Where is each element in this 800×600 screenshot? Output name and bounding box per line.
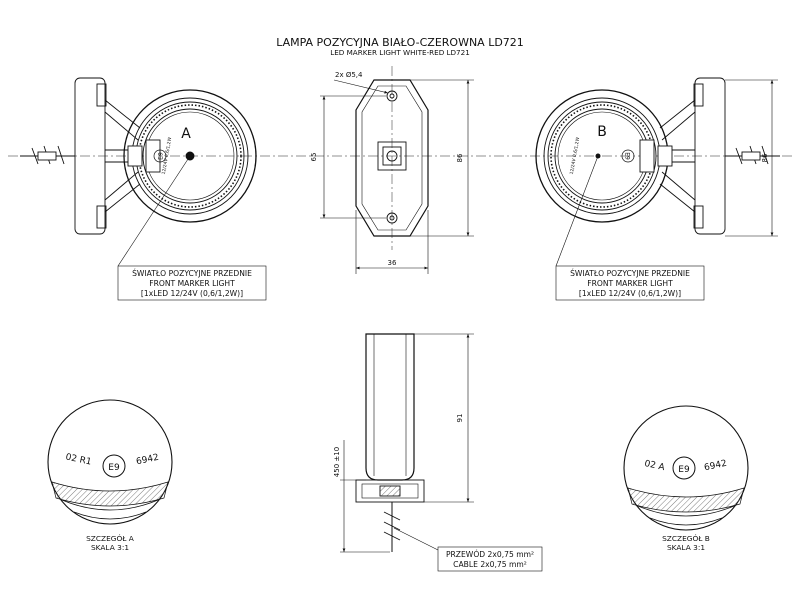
- callout-left-line2: FRONT MARKER LIGHT: [149, 279, 235, 288]
- dim-36-label: 36: [388, 259, 397, 267]
- right-side-view: [535, 77, 780, 235]
- dim-91: [414, 333, 474, 503]
- dim-450: [340, 440, 390, 553]
- callout-box-left: [117, 265, 267, 301]
- drawing-subtitle: LED MARKER LIGHT WHITE-RED LD721: [330, 48, 470, 57]
- dim-450-label: 450 ±10: [333, 447, 341, 477]
- e9-stamp-left: E9: [153, 149, 167, 163]
- left-side-view: [20, 77, 257, 235]
- callout-right-line3: [1xLED 12/24V (0,6/1,2W)]: [579, 289, 681, 298]
- callout-right-line1: ŚWIATŁO POZYCYJNE PRZEDNIE: [570, 269, 690, 278]
- detail-a-caption2: SKALA 3:1: [91, 543, 129, 552]
- callout-right-line2: FRONT MARKER LIGHT: [587, 279, 673, 288]
- callout-left-line3: [1xLED 12/24V (0,6/1,2W)]: [141, 289, 243, 298]
- cable-note-line2: CABLE 2x0,75 mm²: [453, 560, 527, 569]
- detail-b-e9: E9: [678, 465, 690, 475]
- cable-note-box: [437, 546, 543, 572]
- dim-86-right-label: 86: [761, 153, 769, 162]
- detail-b-text-right: 6942: [703, 459, 727, 474]
- cable-note-line1: PRZEWÓD 2x0,75 mm²: [446, 550, 534, 559]
- svg-text:E9: E9: [624, 152, 631, 160]
- leader-line-left: [117, 155, 191, 267]
- e9-stamp-right: E9: [621, 149, 635, 163]
- dim-86: [410, 79, 474, 237]
- dim-36: [355, 210, 429, 274]
- detail-b-text-left: 02 A: [643, 459, 666, 473]
- detail-b-view: [623, 405, 749, 531]
- svg-text:E9: E9: [158, 152, 165, 160]
- bottom-side-view: [355, 333, 425, 552]
- cable-leader: [393, 527, 441, 552]
- dim-86-label: 86: [456, 153, 464, 162]
- detail-a-e9: E9: [108, 463, 120, 473]
- hole-dimension-leader: [333, 79, 389, 94]
- detail-a-marker: A: [181, 126, 191, 142]
- detail-a-text-right: 6942: [135, 453, 159, 468]
- callout-left-line1: ŚWIATŁO POZYCYJNE PRZEDNIE: [132, 269, 252, 278]
- dim-65-label: 65: [310, 153, 318, 162]
- leader-line-right: [555, 155, 599, 267]
- detail-a-caption1: SZCZEGÓŁ A: [86, 534, 134, 543]
- drawing-title: LAMPA POZYCYJNA BIAŁO-CZEROWNA LD721: [276, 36, 524, 49]
- dim-86-right: [725, 79, 778, 237]
- callout-box-right: [555, 265, 705, 301]
- detail-b-caption1: SZCZEGÓŁ B: [662, 534, 710, 543]
- dim-65: [320, 95, 386, 219]
- hole-dimension: 2x Ø5,4: [335, 71, 363, 79]
- detail-b-caption2: SKALA 3:1: [667, 543, 705, 552]
- lens-text-right: 12/24V 0,6/1,2W: [569, 136, 582, 175]
- detail-b-marker: B: [597, 124, 607, 140]
- dim-91-label: 91: [456, 414, 464, 423]
- detail-a-view: [47, 399, 173, 525]
